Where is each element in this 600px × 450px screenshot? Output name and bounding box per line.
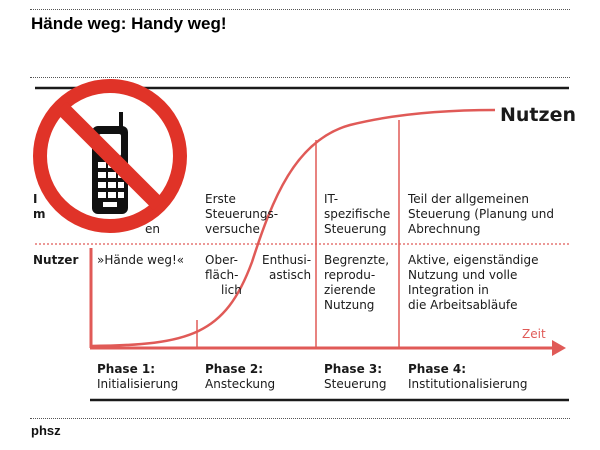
phase3-top-line-3: Steuerung bbox=[324, 222, 387, 236]
phase3-bottom-line-4: Nutzung bbox=[324, 298, 375, 312]
phase1-top-fragment: en bbox=[145, 222, 160, 236]
phase2-bottom-left-2: fläch- bbox=[205, 268, 239, 282]
phase4-top-line-3: Abrechnung bbox=[408, 222, 481, 236]
phase4-top-line-2: Steuerung (Planung und bbox=[408, 207, 554, 221]
phase4-bottom-line-2: Nutzung und volle bbox=[408, 268, 518, 282]
phase3-title: Phase 3: bbox=[324, 362, 383, 376]
phase2-bottom-right-1: Enthusi- bbox=[262, 253, 312, 267]
phase2-bottom-left-1: Ober- bbox=[205, 253, 238, 267]
phase3-top-line-2: spezifische bbox=[324, 207, 391, 221]
phase1-title: Phase 1: bbox=[97, 362, 156, 376]
phase2-title: Phase 2: bbox=[205, 362, 264, 376]
page-title: Hände weg: Handy weg! bbox=[31, 14, 227, 33]
phase3-bottom-line-2: reprodu- bbox=[324, 268, 376, 282]
phase1-subtitle: Initialisierung bbox=[97, 377, 179, 391]
benefit-curve bbox=[90, 108, 496, 348]
phase2-top-line-3: versuche bbox=[205, 222, 260, 236]
no-mobile-phone-icon bbox=[33, 79, 187, 233]
phase4-bottom-line-4: die Arbeitsabläufe bbox=[408, 298, 518, 312]
phase4-bottom-line-3: Integration in bbox=[408, 283, 489, 297]
phase4-top-line-1: Teil der allgemeinen bbox=[408, 192, 529, 206]
curve-label-nutzen: Nutzen bbox=[500, 104, 576, 126]
phase2-bottom-right-2: astisch bbox=[269, 268, 312, 282]
top-rule bbox=[30, 9, 570, 10]
phase4-bottom-line-1: Aktive, eigenständige bbox=[408, 253, 539, 267]
row-label-fragment-1: I bbox=[33, 192, 38, 206]
phase4-subtitle: Institutionalisierung bbox=[408, 377, 528, 391]
phase2-top-line-1: Erste bbox=[205, 192, 236, 206]
footer-rule bbox=[30, 418, 570, 419]
row-label-nutzer: Nutzer bbox=[33, 253, 79, 267]
phase2-subtitle: Ansteckung bbox=[205, 377, 276, 391]
axis-label-zeit: Zeit bbox=[522, 327, 546, 341]
phase1-bottom: »Hände weg!« bbox=[97, 253, 185, 267]
title-rule bbox=[30, 77, 570, 78]
row-label-fragment-2: m bbox=[33, 207, 46, 221]
phase3-bottom-line-3: zierende bbox=[324, 283, 376, 297]
time-axis-arrow bbox=[552, 340, 566, 356]
phase2-bottom-left-3: lich bbox=[221, 283, 242, 297]
phase2-top-line-2: Steuerungs- bbox=[205, 207, 279, 221]
prohibition-slash bbox=[55, 101, 165, 211]
phase3-top-line-1: IT- bbox=[324, 192, 339, 206]
footer-credit: phsz bbox=[31, 423, 61, 438]
phase4-title: Phase 4: bbox=[408, 362, 467, 376]
phase3-bottom-line-1: Begrenzte, bbox=[324, 253, 390, 267]
phase3-subtitle: Steuerung bbox=[324, 377, 387, 391]
